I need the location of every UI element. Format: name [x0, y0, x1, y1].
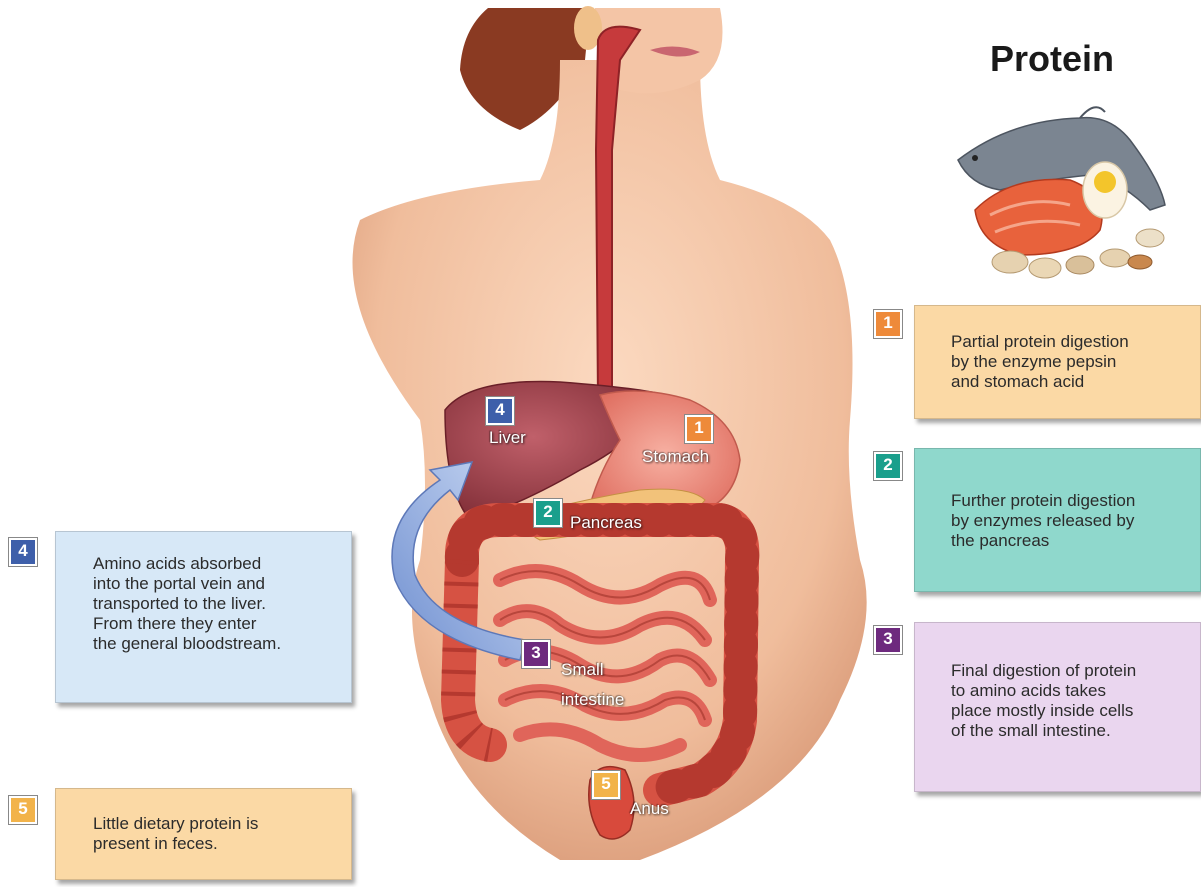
step-3-box: Final digestion of protein to amino acid…: [914, 622, 1201, 792]
label-small-intestine-1: Small: [561, 660, 604, 680]
step-2-box: Further protein digestion by enzymes rel…: [914, 448, 1201, 592]
badge-small-intestine: 3: [522, 640, 550, 668]
step-1-line: by the enzyme pepsin: [951, 352, 1200, 372]
step-4-line: into the portal vein and: [93, 574, 351, 594]
step-3-line: of the small intestine.: [951, 721, 1200, 741]
step-4-line: Amino acids absorbed: [93, 554, 351, 574]
step-1-badge: 1: [874, 310, 902, 338]
step-5-badge: 5: [9, 796, 37, 824]
step-2-line: Further protein digestion: [951, 491, 1200, 511]
step-1-line: Partial protein digestion: [951, 332, 1200, 352]
label-pancreas: Pancreas: [570, 513, 642, 533]
step-5-box: Little dietary protein is present in fec…: [55, 788, 352, 880]
badge-liver: 4: [486, 397, 514, 425]
protein-foods-image: [958, 107, 1165, 278]
step-1-line: and stomach acid: [951, 372, 1200, 392]
step-2-line: by enzymes released by: [951, 511, 1200, 531]
step-2-line: the pancreas: [951, 531, 1200, 551]
label-liver: Liver: [489, 428, 526, 448]
step-5-line: Little dietary protein is: [93, 814, 351, 834]
diagram-title: Protein: [990, 38, 1114, 80]
step-4-box: Amino acids absorbed into the portal vei…: [55, 531, 352, 703]
step-1-box: Partial protein digestion by the enzyme …: [914, 305, 1201, 419]
step-3-line: to amino acids takes: [951, 681, 1200, 701]
badge-pancreas: 2: [534, 499, 562, 527]
step-4-badge: 4: [9, 538, 37, 566]
step-3-line: place mostly inside cells: [951, 701, 1200, 721]
label-stomach: Stomach: [642, 447, 709, 467]
step-4-line: the general bloodstream.: [93, 634, 351, 654]
label-small-intestine-2: intestine: [561, 690, 624, 710]
step-4-line: transported to the liver.: [93, 594, 351, 614]
step-3-line: Final digestion of protein: [951, 661, 1200, 681]
label-anus: Anus: [630, 799, 669, 819]
step-4-line: From there they enter: [93, 614, 351, 634]
step-2-badge: 2: [874, 452, 902, 480]
step-5-line: present in feces.: [93, 834, 351, 854]
badge-stomach: 1: [685, 415, 713, 443]
step-3-badge: 3: [874, 626, 902, 654]
badge-anus: 5: [592, 771, 620, 799]
